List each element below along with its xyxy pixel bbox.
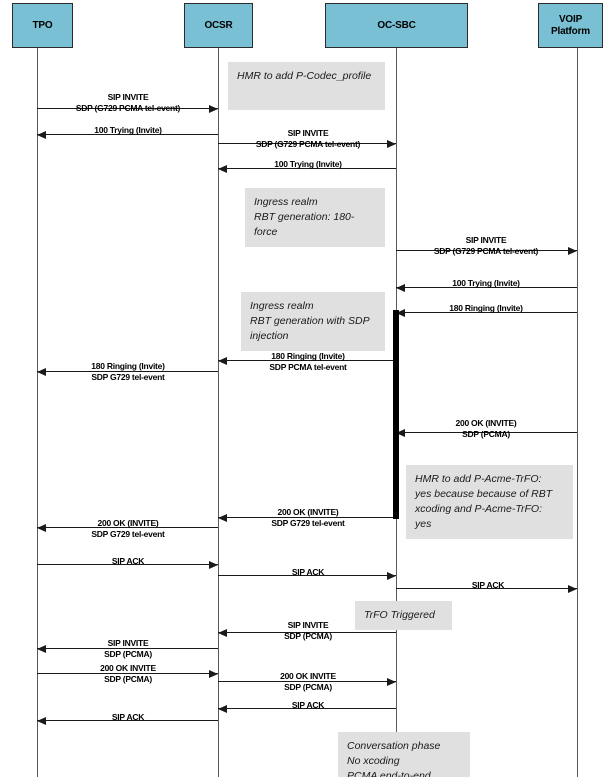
message-line-m12: [37, 527, 218, 528]
lifeline-voip: [577, 48, 578, 777]
lifeline-tpo: [37, 48, 38, 777]
arrow-head-right-icon: [568, 584, 577, 593]
arrow-head-right-icon: [209, 560, 218, 569]
participant-label-tpo: TPO: [32, 19, 53, 31]
ocsbc-activation: [393, 310, 399, 519]
message-line-m05: [396, 250, 577, 251]
arrow-head-left-icon: [37, 367, 46, 376]
arrow-head-right-icon: [209, 104, 218, 113]
arrow-head-left-icon: [396, 428, 405, 437]
arrow-head-left-icon: [37, 130, 46, 139]
arrow-head-left-icon: [218, 356, 227, 365]
note-conv-phase: Conversation phase No xcoding PCMA end-t…: [338, 732, 470, 777]
message-label-m13: SIP ACK: [111, 556, 145, 566]
participant-label-voip: VOIP Platform: [551, 14, 590, 37]
message-label-m10: 200 OK (INVITE) SDP (PCMA): [455, 418, 517, 440]
arrow-head-left-icon: [37, 716, 46, 725]
arrow-head-left-icon: [218, 164, 227, 173]
arrow-head-left-icon: [396, 308, 405, 317]
arrow-head-left-icon: [218, 513, 227, 522]
arrow-head-left-icon: [218, 704, 227, 713]
note-trfo-trig: TrFO Triggered: [355, 601, 452, 630]
message-label-m20: SIP ACK: [291, 700, 325, 710]
message-line-m14: [218, 575, 396, 576]
note-rbt-sdp: Ingress realm RBT generation with SDP in…: [241, 292, 385, 351]
arrow-head-right-icon: [387, 139, 396, 148]
message-label-m21: SIP ACK: [111, 712, 145, 722]
message-label-m19: 200 OK INVITE SDP (PCMA): [280, 671, 336, 693]
note-hmr-codec: HMR to add P-Codec_profile: [228, 62, 385, 110]
message-label-m15: SIP ACK: [471, 580, 505, 590]
message-line-m06: [396, 287, 577, 288]
arrow-head-right-icon: [387, 571, 396, 580]
participant-voip[interactable]: VOIP Platform: [538, 3, 603, 48]
message-label-m11: 200 OK (INVITE) SDP G729 tel-event: [271, 507, 345, 529]
message-line-m20: [218, 708, 396, 709]
message-label-m05: SIP INVITE SDP (G729 PCMA tel-event): [433, 235, 539, 257]
arrow-head-right-icon: [387, 677, 396, 686]
arrow-head-left-icon: [218, 628, 227, 637]
message-line-m13: [37, 564, 218, 565]
message-line-m11: [218, 517, 396, 518]
message-line-m16: [218, 632, 396, 633]
message-line-m08: [218, 360, 396, 361]
message-line-m10: [396, 432, 577, 433]
participant-tpo[interactable]: TPO: [12, 3, 73, 48]
message-line-m19: [218, 681, 396, 682]
message-line-m21: [37, 720, 218, 721]
message-label-m17: SIP INVITE SDP (PCMA): [104, 638, 152, 660]
lifeline-ocsr: [218, 48, 219, 777]
message-label-m03: SIP INVITE SDP (G729 PCMA tel-event): [255, 128, 361, 150]
participant-ocsbc[interactable]: OC-SBC: [325, 3, 468, 48]
message-line-m03: [218, 143, 396, 144]
message-label-m14: SIP ACK: [291, 567, 325, 577]
message-label-m18: 200 OK INVITE SDP (PCMA): [100, 663, 156, 685]
participant-ocsr[interactable]: OCSR: [184, 3, 253, 48]
note-hmr-trfo: HMR to add P-Acme-TrFO: yes because beca…: [406, 465, 573, 539]
message-line-m02: [37, 134, 218, 135]
message-line-m09: [37, 371, 218, 372]
arrow-head-right-icon: [568, 246, 577, 255]
message-line-m07: [396, 312, 577, 313]
note-rbt-180: Ingress realm RBT generation: 180-force: [245, 188, 385, 247]
message-label-m12: 200 OK (INVITE) SDP G729 tel-event: [91, 518, 165, 540]
arrow-head-left-icon: [37, 644, 46, 653]
arrow-head-left-icon: [37, 523, 46, 532]
message-line-m04: [218, 168, 396, 169]
message-line-m17: [37, 648, 218, 649]
arrow-head-left-icon: [396, 283, 405, 292]
participant-label-ocsr: OCSR: [204, 19, 233, 31]
message-label-m08: 180 Ringing (Invite) SDP PCMA tel-event: [269, 351, 347, 373]
message-label-m09: 180 Ringing (Invite) SDP G729 tel-event: [91, 361, 165, 383]
message-line-m01: [37, 108, 218, 109]
message-line-m18: [37, 673, 218, 674]
message-label-m01: SIP INVITE SDP (G729 PCMA tel-event): [75, 92, 181, 114]
participant-label-ocsbc: OC-SBC: [377, 19, 416, 31]
arrow-head-right-icon: [209, 669, 218, 678]
message-line-m15: [396, 588, 577, 589]
